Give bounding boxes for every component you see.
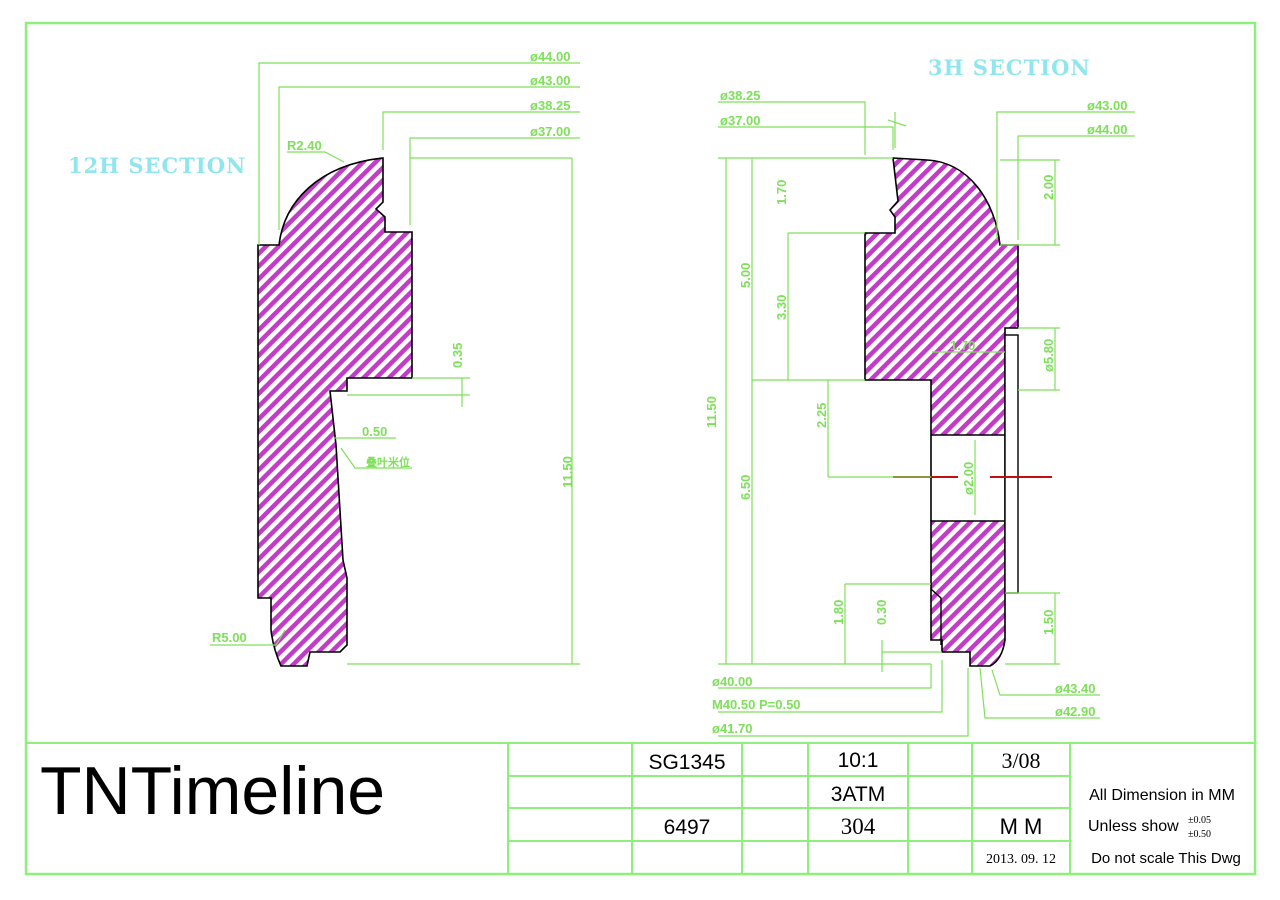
note-dimensions: All Dimension in MM bbox=[1089, 787, 1235, 804]
dim-label: ø5.80 bbox=[1041, 339, 1056, 372]
dim-label: 0.50 bbox=[362, 424, 387, 439]
drawing-date: 2013. 09. 12 bbox=[986, 852, 1056, 867]
sheet-number: 3/08 bbox=[1001, 748, 1040, 773]
dim-label: ø38.25 bbox=[720, 88, 760, 103]
right-section-gasket bbox=[1004, 334, 1019, 594]
dim-label: M40.50 P=0.50 bbox=[712, 697, 801, 712]
note-scale: Do not scale This Dwg bbox=[1091, 850, 1241, 867]
dim-label: 1.50 bbox=[1041, 610, 1056, 635]
dim-label: ø43.40 bbox=[1055, 681, 1095, 696]
water-resistance: 3ATM bbox=[831, 783, 885, 806]
item-code: 6497 bbox=[664, 816, 711, 839]
dim-label: ø44.00 bbox=[530, 49, 570, 64]
dim-label: 2.00 bbox=[1041, 175, 1056, 200]
dim-label: ø37.00 bbox=[720, 113, 760, 128]
dim-label: ø41.70 bbox=[712, 721, 752, 736]
dim-label: ø2.00 bbox=[961, 462, 976, 495]
dim-label: 1.70 bbox=[774, 180, 789, 205]
dim-label: R5.00 bbox=[212, 630, 247, 645]
left-dimension-lines bbox=[210, 62, 580, 665]
note-unless: Unless show bbox=[1088, 818, 1179, 835]
dim-label: ø40.00 bbox=[712, 674, 752, 689]
dim-label: 1.80 bbox=[831, 600, 846, 625]
left-dimension-labels: ø44.00 ø43.00 ø38.25 ø37.00 R2.40 0.35 0… bbox=[212, 49, 575, 645]
dim-label: 3.30 bbox=[774, 295, 789, 320]
left-section-label: 12H SECTION bbox=[68, 153, 246, 178]
dim-label: 5.00 bbox=[738, 263, 753, 288]
dim-label: 0.30 bbox=[874, 600, 889, 625]
right-section-chamfer bbox=[930, 588, 942, 645]
tolerance-coarse: ±0.50 bbox=[1188, 829, 1211, 840]
dim-label: ø43.00 bbox=[530, 73, 570, 88]
unit-mark: M M bbox=[1000, 814, 1043, 839]
right-dimension-labels: ø38.25 ø37.00 ø43.00 ø44.00 1.70 2.00 5.… bbox=[704, 88, 1127, 736]
tolerance-fine: ±0.05 bbox=[1188, 815, 1211, 826]
dim-label: 11.50 bbox=[704, 396, 719, 428]
dim-label: ø42.90 bbox=[1055, 704, 1095, 719]
dim-label: ø43.00 bbox=[1087, 98, 1127, 113]
right-dimension-lines bbox=[718, 101, 1135, 737]
dim-label: R2.40 bbox=[287, 138, 322, 153]
dim-label: 2.25 bbox=[814, 403, 829, 428]
company-logo-text: TNTimeline bbox=[40, 753, 385, 829]
scale-value: 10:1 bbox=[838, 749, 879, 772]
right-section-lower bbox=[930, 520, 1006, 667]
left-section-profile bbox=[257, 157, 413, 667]
dim-label: 叠叶米位 bbox=[366, 455, 410, 469]
dim-label: 1.70 bbox=[950, 338, 975, 353]
part-number: SG1345 bbox=[648, 751, 725, 774]
right-section-upper bbox=[864, 157, 1019, 436]
dim-label: ø38.25 bbox=[530, 98, 570, 113]
dim-label: 11.50 bbox=[560, 456, 575, 488]
dim-label: ø44.00 bbox=[1087, 122, 1127, 137]
dim-label: 6.50 bbox=[738, 475, 753, 500]
dim-label: ø37.00 bbox=[530, 124, 570, 139]
material: 304 bbox=[841, 814, 876, 839]
sheet-border bbox=[24, 21, 1257, 876]
dim-label: 0.35 bbox=[450, 343, 465, 368]
title-block-grid bbox=[26, 742, 1255, 874]
right-section-label: 3H SECTION bbox=[928, 55, 1091, 80]
